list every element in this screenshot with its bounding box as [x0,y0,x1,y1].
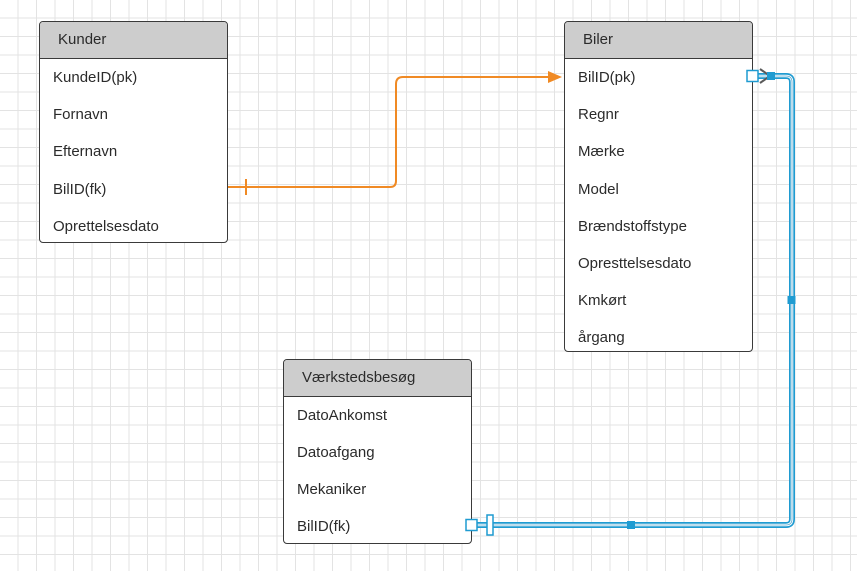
field-kmkoert[interactable]: Kmkørt [578,292,627,310]
field-model[interactable]: Model [578,180,619,198]
field-kundeid[interactable]: KundeID(pk) [53,69,138,86]
entity-biler-title[interactable]: Biler [565,22,752,59]
relation-kunder-biler[interactable] [228,71,562,195]
field-datoankomst[interactable]: DatoAnkomst [297,407,388,424]
relation-kunder-biler-line[interactable] [228,76,549,188]
field-efternavn[interactable]: Efternavn [53,143,118,161]
field-aargang[interactable]: årgang [578,329,625,347]
field-biler-opresttelsesdato[interactable]: Opresttelsesdato [578,254,692,272]
relation-kunder-biler-arrowhead [548,71,562,83]
relation-midpoint-handle-vertical[interactable] [787,296,796,304]
relation-endpoint-handle-biler[interactable] [746,69,759,83]
entity-vaerkstedsbesoeg-title[interactable]: Værkstedsbesøg [284,360,471,397]
relation-vaerksted-biler-one-marker [486,514,494,536]
field-maerke[interactable]: Mærke [578,143,625,161]
field-braendstoffstype[interactable]: Brændstoffstype [578,217,687,235]
field-kunder-oprettelsesdato[interactable]: Oprettelsesdato [53,217,159,235]
field-kunder-bilid-fk[interactable]: BilID(fk) [53,180,107,198]
entity-kunder-title[interactable]: Kunder [40,22,227,59]
field-regnr[interactable]: Regnr [578,106,619,124]
field-bilid-pk[interactable]: BilID(pk) [578,69,636,86]
field-datoafgang[interactable]: Datoafgang [297,444,375,461]
relation-endpoint-handle-vaerksted[interactable] [465,518,478,532]
field-vaerksted-bilid-fk[interactable]: BilID(fk) [297,518,351,535]
relation-midpoint-handle-horizontal[interactable] [627,521,635,529]
field-mekaniker[interactable]: Mekaniker [297,481,367,498]
entity-kunder[interactable]: Kunder KundeID(pk) Fornavn Efternavn Bil… [39,21,228,243]
relation-endpoint-handle-biler-inner[interactable] [767,72,775,80]
entity-vaerkstedsbesoeg[interactable]: Værkstedsbesøg DatoAnkomst Datoafgang Me… [283,359,472,544]
field-fornavn[interactable]: Fornavn [53,106,109,124]
entity-biler[interactable]: Biler BilID(pk) Regnr Mærke Model Brænds… [564,21,753,352]
relation-vaerksted-biler[interactable] [465,68,796,536]
